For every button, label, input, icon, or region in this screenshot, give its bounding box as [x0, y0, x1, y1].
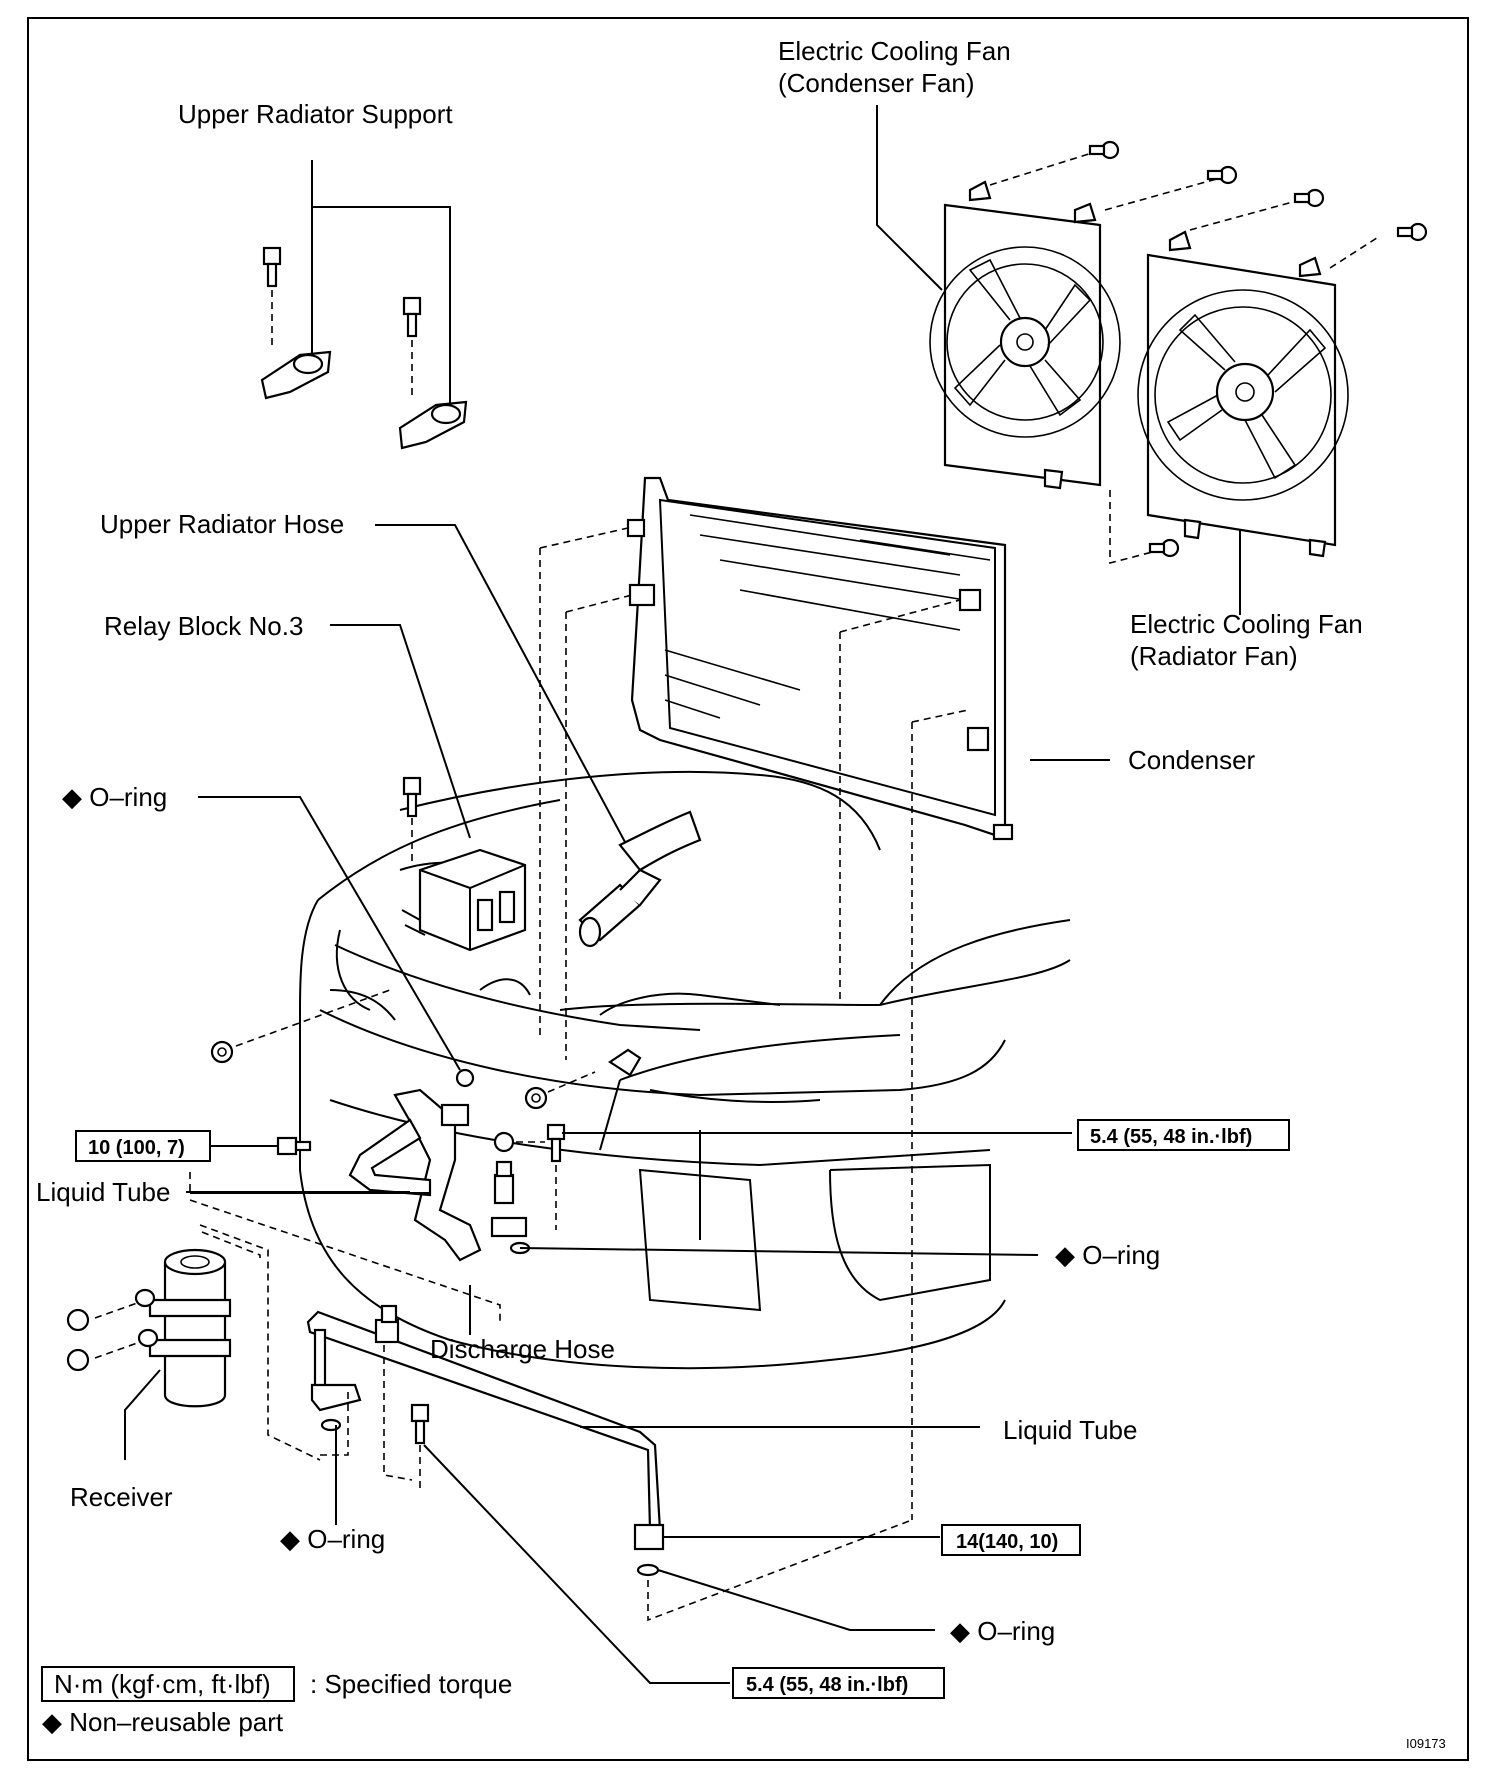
torque-box-2 — [1077, 1119, 1290, 1151]
torque-value-4: 5.4 (55, 48 in.·lbf) — [746, 1674, 908, 1696]
label-oring-3: ◆ O–ring — [280, 1524, 385, 1554]
receiver-part — [66, 1224, 321, 1461]
diagram-frame — [27, 17, 1469, 1761]
label-condenser-fan-line1: Electric Cooling Fan — [778, 36, 1011, 66]
legend-unit-text: N·m (kgf·cm, ft·lbf) — [54, 1669, 271, 1699]
label-condenser: Condenser — [1128, 745, 1256, 775]
torque-bolt-1 — [210, 1136, 312, 1156]
figure-id: I09173 — [1406, 1736, 1446, 1751]
discharge-hose-part — [393, 1088, 531, 1335]
relay-block-part — [330, 624, 527, 952]
label-discharge-hose: Discharge Hose — [430, 1334, 615, 1364]
legend-specified-torque: : Specified torque — [310, 1669, 512, 1699]
oring-2-leader — [519, 1247, 1039, 1256]
label-liquid-tube-2: Liquid Tube — [1003, 1415, 1137, 1445]
label-upper-radiator-support: Upper Radiator Support — [178, 99, 453, 129]
radiator-fan-part — [1137, 230, 1349, 615]
torque-4-leader — [423, 1444, 730, 1684]
label-oring-4: ◆ O–ring — [950, 1616, 1055, 1646]
condenser-part — [626, 476, 1110, 841]
oring-4-leader — [657, 1569, 935, 1631]
label-relay-block: Relay Block No.3 — [104, 611, 303, 641]
upper-radiator-support-part — [260, 160, 468, 450]
condenser-fan-part — [876, 105, 1121, 490]
label-oring-1: ◆ O–ring — [62, 782, 167, 812]
label-oring-2: ◆ O–ring — [1055, 1240, 1160, 1270]
legend-unit-box — [41, 1666, 295, 1702]
label-radiator-fan-line1: Electric Cooling Fan — [1130, 609, 1363, 639]
label-upper-radiator-hose: Upper Radiator Hose — [100, 509, 344, 539]
label-liquid-tube-1: Liquid Tube — [36, 1177, 170, 1207]
oring-1-part — [198, 796, 475, 1088]
label-radiator-fan-line2: (Radiator Fan) — [1130, 641, 1298, 671]
upper-radiator-hose-part — [375, 524, 702, 948]
torque-box-3 — [941, 1524, 1081, 1556]
label-condenser-fan-line2: (Condenser Fan) — [778, 68, 975, 98]
torque-box-4 — [732, 1667, 945, 1699]
vehicle-body — [299, 770, 1071, 1370]
label-receiver: Receiver — [70, 1482, 173, 1512]
torque-value-2: 5.4 (55, 48 in.·lbf) — [1090, 1126, 1252, 1148]
body-fasteners — [210, 989, 642, 1230]
torque-value-1: 10 (100, 7) — [88, 1137, 185, 1159]
fan-bolts — [989, 140, 1428, 565]
liquid-tube-lower-part — [306, 1304, 980, 1622]
legend-non-reusable: ◆ Non–reusable part — [42, 1707, 284, 1737]
torque-value-3: 14(140, 10) — [956, 1531, 1058, 1553]
torque-box-1 — [75, 1130, 211, 1162]
